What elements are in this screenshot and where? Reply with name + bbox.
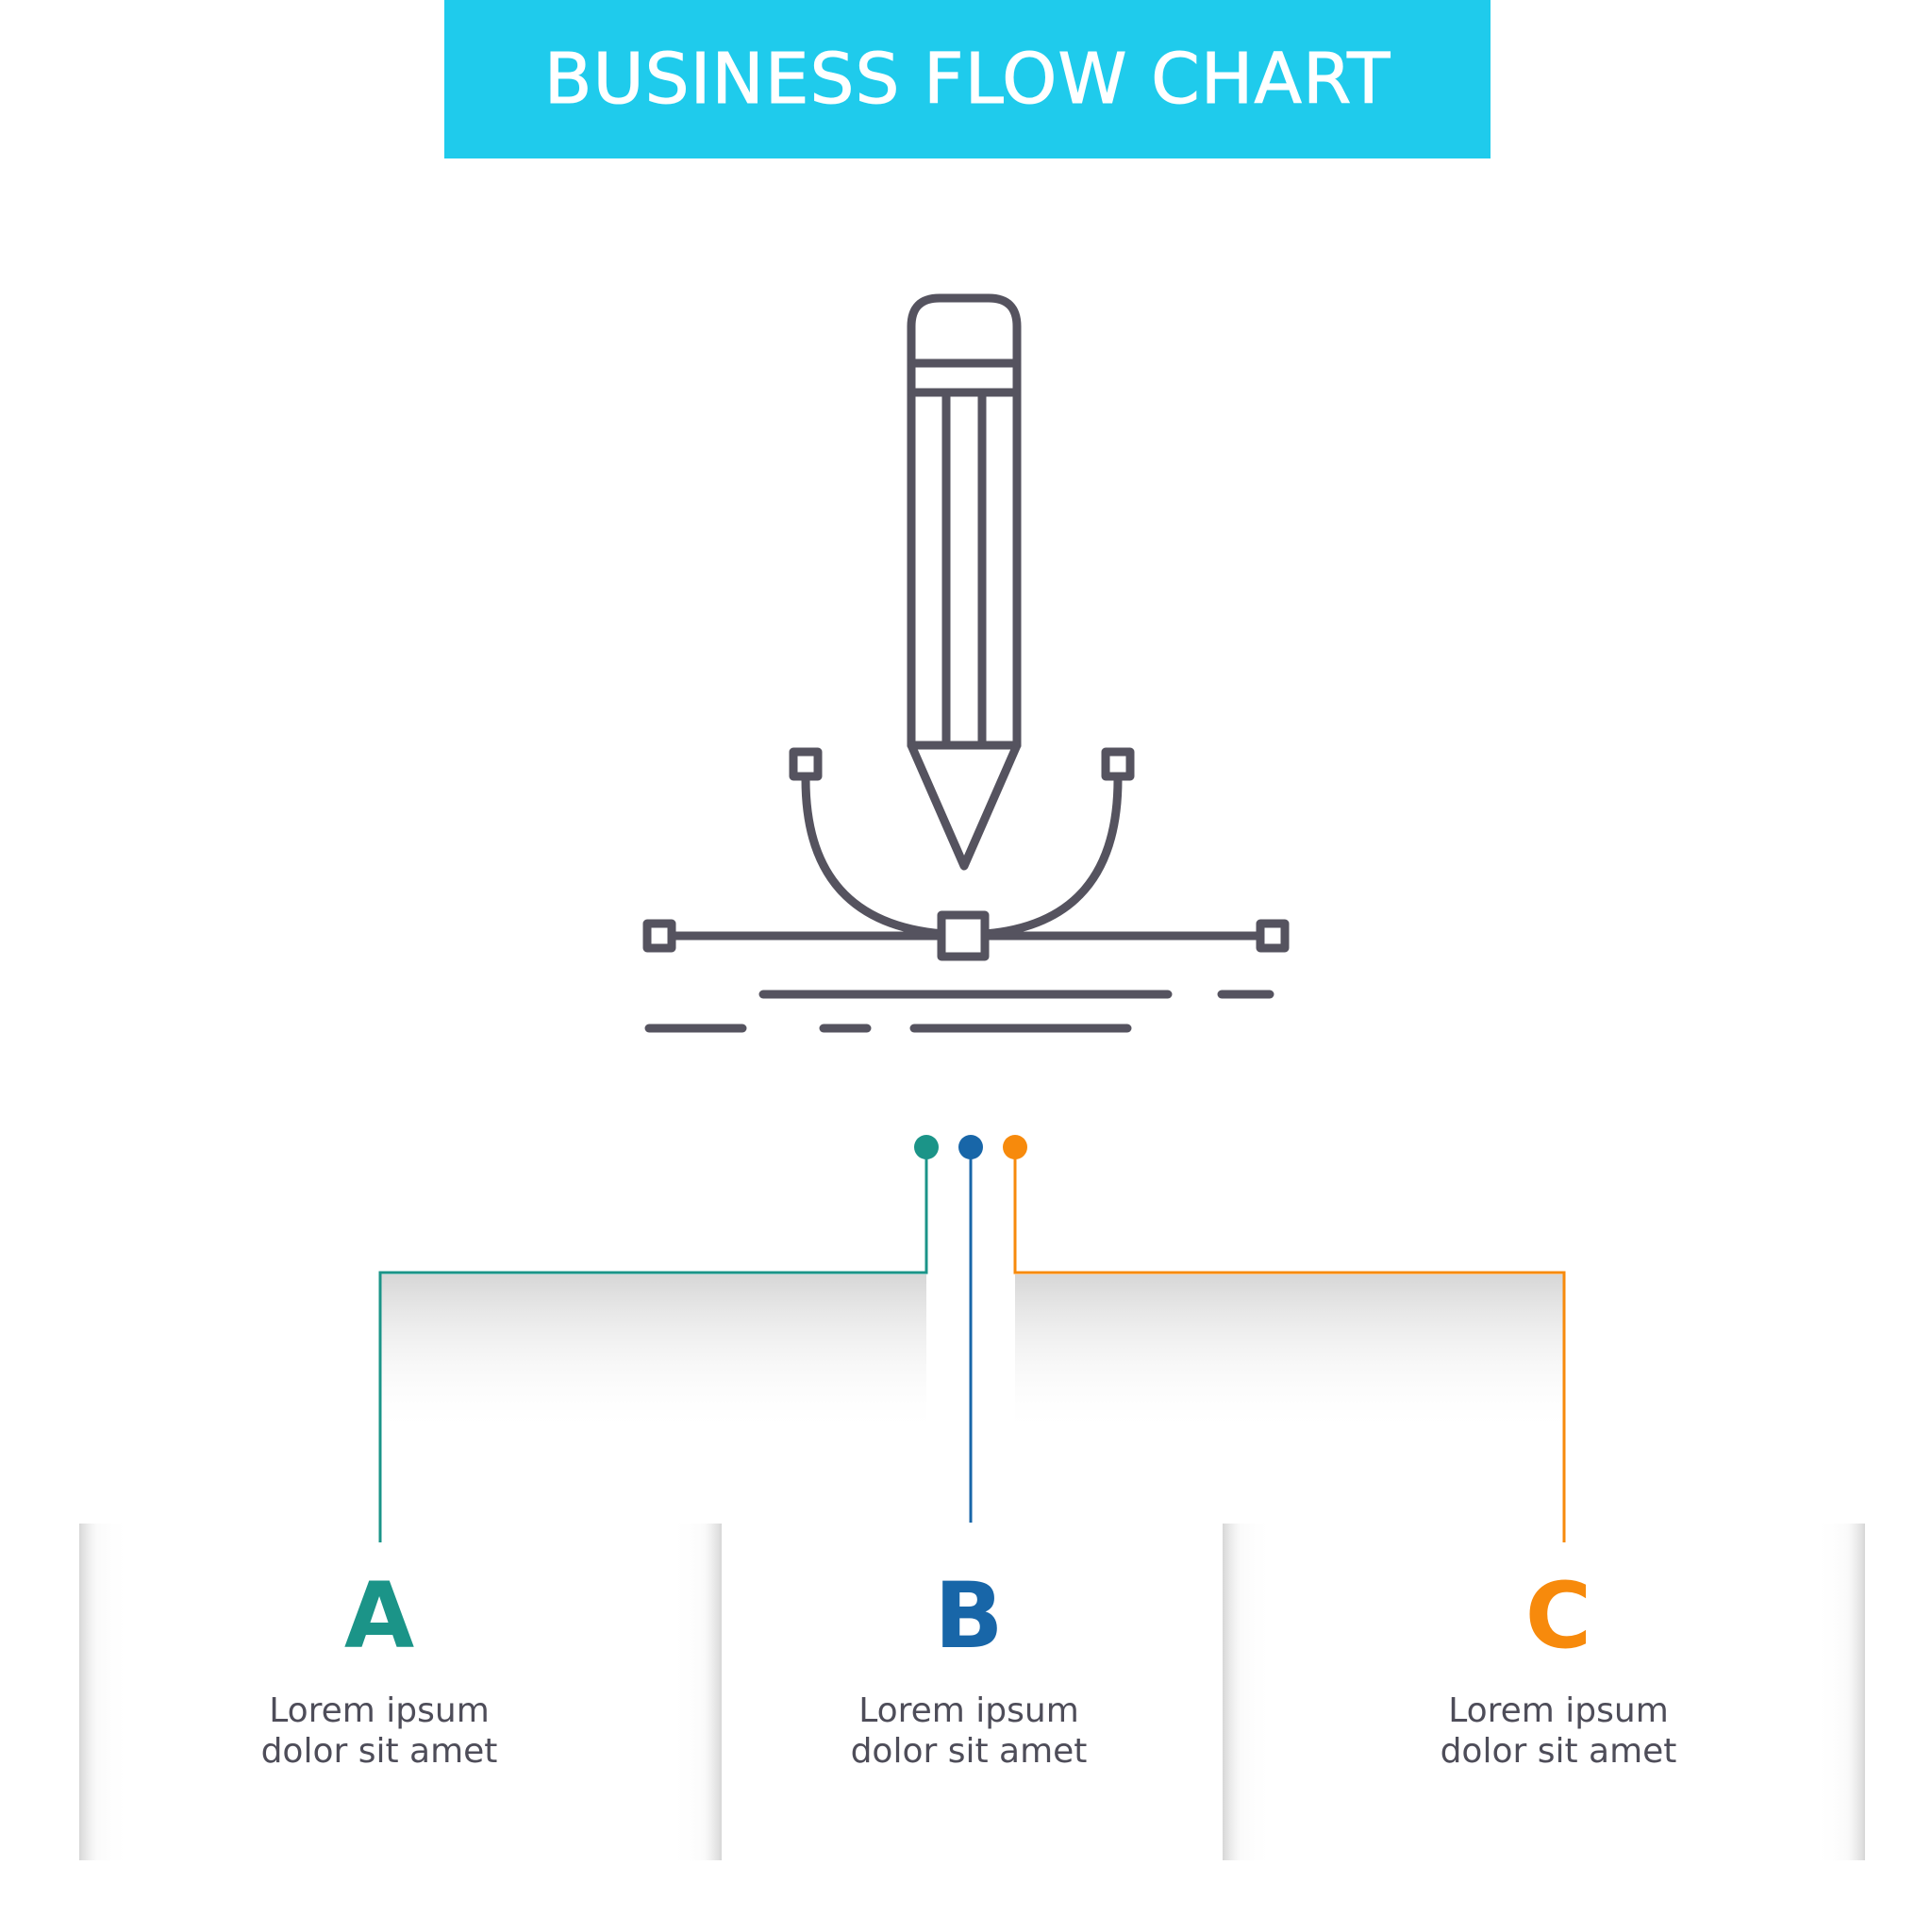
branch-shade-right: [1015, 1274, 1564, 1435]
card-b-text-line-2: dolor sit amet: [850, 1732, 1088, 1771]
page-title: BUSINESS FLOW CHART: [543, 39, 1391, 121]
header-bar: [444, 0, 1491, 158]
card-c-shade-right: [1813, 1524, 1865, 1860]
card-c-text-line-2: dolor sit amet: [1440, 1732, 1677, 1771]
card-a-letter: A: [343, 1563, 415, 1669]
pencil-bezier-curve-icon: [642, 293, 1290, 1033]
card-a-shade-left: [79, 1524, 131, 1860]
connector-line-a: [378, 1147, 928, 1542]
card-b-text-line-1: Lorem ipsum: [858, 1691, 1079, 1730]
card-c-letter: C: [1524, 1563, 1592, 1669]
card-c-shade-left: [1223, 1524, 1274, 1860]
card-a-text-line-2: dolor sit amet: [260, 1732, 498, 1771]
card-c-text-line-1: Lorem ipsum: [1448, 1691, 1669, 1730]
card-a: A Lorem ipsum dolor sit amet: [115, 1569, 643, 1772]
card-c: C Lorem ipsum dolor sit amet: [1294, 1569, 1823, 1772]
card-b-letter: B: [934, 1563, 1004, 1669]
header-banner: BUSINESS FLOW CHART: [444, 0, 1491, 158]
connector-line-c: [1013, 1147, 1566, 1542]
branch-shade-left: [380, 1274, 926, 1435]
connector-c: [1003, 1135, 1566, 1542]
connector-a: [378, 1135, 939, 1542]
card-a-shade-right: [670, 1524, 722, 1860]
card-b: B Lorem ipsum dolor sit amet: [705, 1569, 1233, 1772]
connector-b: [958, 1135, 983, 1523]
card-a-text-line-1: Lorem ipsum: [269, 1691, 490, 1730]
